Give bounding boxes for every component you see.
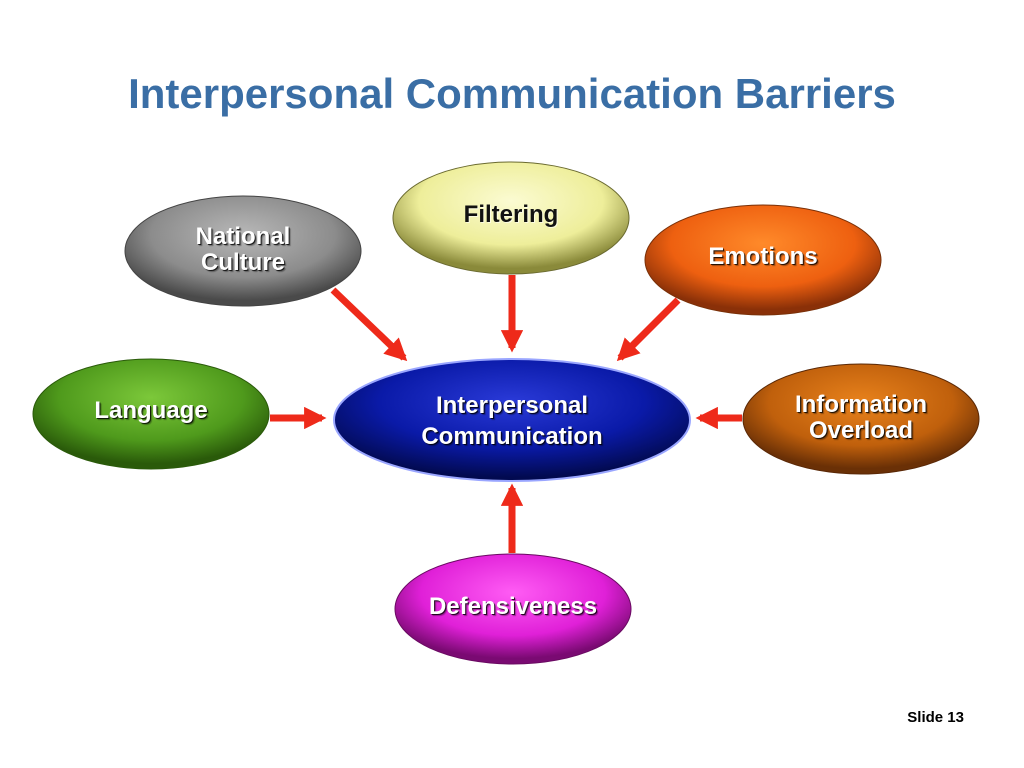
national-culture-ellipse: [124, 195, 362, 307]
arrow-emotions: [616, 297, 681, 362]
information-overload-ellipse: [742, 363, 980, 475]
node-information-overload: Information Overload: [743, 390, 979, 446]
node-filtering: Filtering: [393, 190, 629, 240]
arrow-group: [270, 275, 742, 553]
node-language: Language: [33, 386, 269, 436]
node-national-culture: National Culture: [125, 222, 361, 278]
center-label: Interpersonal Communication: [421, 391, 603, 450]
node-defensiveness: Defensiveness: [395, 582, 631, 632]
slide-title: Interpersonal Communication Barriers: [128, 70, 896, 117]
node-national-culture-label: National Culture: [195, 223, 291, 276]
node-emotions-label: Emotions: [708, 243, 818, 271]
center-ellipse: [333, 358, 691, 482]
node-center: Interpersonal Communication: [334, 388, 690, 454]
node-information-overload-label: Information Overload: [795, 391, 927, 444]
language-ellipse: [32, 358, 270, 470]
filtering-ellipse: [392, 161, 630, 275]
node-emotions: Emotions: [645, 232, 881, 282]
slide-number: Slide 13: [907, 709, 964, 726]
node-filtering-label: Filtering: [463, 201, 559, 229]
emotions-ellipse: [644, 204, 882, 316]
node-defensiveness-label: Defensiveness: [428, 593, 598, 621]
arrow-national-culture: [330, 287, 408, 362]
node-language-label: Language: [94, 397, 208, 425]
defensiveness-ellipse: [394, 553, 632, 665]
